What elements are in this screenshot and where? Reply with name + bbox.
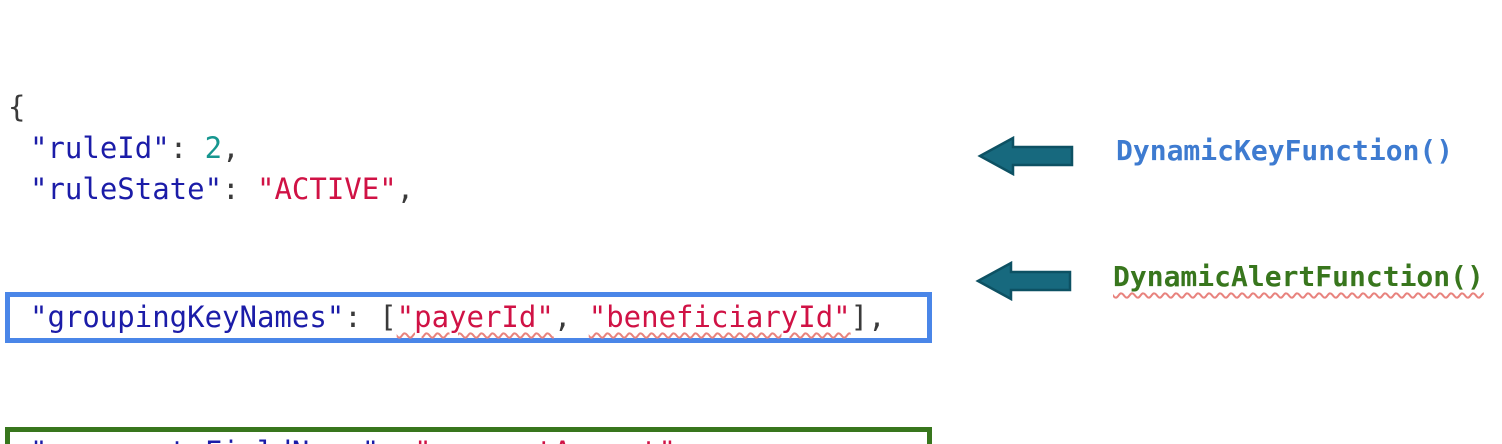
- code-token-punct: ,: [676, 435, 693, 444]
- code-token-str: "beneficiaryId": [588, 300, 851, 334]
- code-token-punct: {: [8, 90, 26, 124]
- code-token-key: "groupingKeyNames": [30, 300, 345, 334]
- code-token-punct: :: [169, 131, 205, 165]
- code-line: "ruleId": 2,: [0, 128, 960, 169]
- code-token-str: "paymentAmount": [414, 435, 676, 444]
- dynamic-alert-function-label: DynamicAlertFunction(): [1113, 260, 1484, 293]
- dynamic-key-function-label: DynamicKeyFunction(): [1116, 134, 1454, 167]
- code-token-punct: ,: [222, 131, 240, 165]
- code-token-punct: :: [379, 435, 414, 444]
- code-line: "aggregateFieldName": "paymentAmount",: [10, 432, 927, 444]
- json-code-block: {"ruleId": 2,"ruleState": "ACTIVE", "gro…: [0, 87, 960, 444]
- left-arrow-icon: [975, 261, 1072, 301]
- code-token-punct: ,: [553, 300, 589, 334]
- alert-params-highlight-box: "aggregateFieldName": "paymentAmount","a…: [5, 427, 932, 444]
- code-token-str: "ACTIVE": [256, 172, 397, 206]
- code-token-key: "aggregateFieldName": [30, 435, 379, 444]
- code-token-num: 2: [204, 131, 223, 165]
- code-line: "groupingKeyNames": ["payerId", "benefic…: [10, 297, 927, 338]
- left-arrow-icon: [977, 136, 1074, 176]
- code-token-key: "ruleId": [30, 131, 170, 165]
- code-token-punct: :: [344, 300, 380, 334]
- code-line: "ruleState": "ACTIVE",: [0, 169, 960, 210]
- code-token-key: "ruleState": [30, 172, 223, 206]
- code-lines-top: {"ruleId": 2,"ruleState": "ACTIVE",: [0, 87, 960, 210]
- code-line: {: [0, 87, 960, 128]
- grouping-key-highlight-box: "groupingKeyNames": ["payerId", "benefic…: [5, 292, 932, 343]
- code-token-punct: ,: [396, 172, 415, 206]
- code-token-str: "payerId": [396, 300, 554, 334]
- code-token-punct: :: [222, 172, 257, 206]
- code-token-punct: [: [379, 300, 397, 334]
- code-token-punct: ],: [850, 300, 886, 334]
